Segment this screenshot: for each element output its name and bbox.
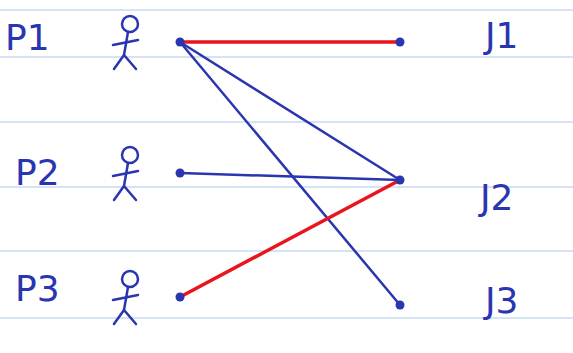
job-label: J3 [485, 283, 519, 319]
assignment-line [180, 42, 400, 180]
job-label: J1 [485, 18, 519, 54]
person-node: P3 [5, 267, 180, 329]
assignment-line [180, 173, 400, 180]
stick-figure [105, 143, 149, 205]
endpoint-dot [394, 299, 406, 311]
person-node: P1 [5, 12, 180, 74]
person-label: P2 [15, 155, 60, 191]
ruled-line [0, 121, 573, 122]
person-label: P3 [15, 271, 60, 307]
person-label: P1 [5, 20, 50, 56]
stick-figure [105, 267, 149, 329]
ruled-line [0, 250, 573, 251]
endpoint-dot [174, 36, 186, 48]
job-node: J1 [400, 12, 565, 84]
assignment-line [180, 180, 400, 297]
assignment-line [180, 40, 400, 44]
job-node: J3 [400, 275, 565, 347]
job-node: J2 [400, 150, 565, 222]
job-label: J2 [480, 180, 514, 216]
stick-figure [105, 12, 149, 74]
endpoint-dot [174, 167, 186, 179]
endpoint-dot [394, 174, 406, 186]
ruled-line [0, 9, 573, 10]
endpoint-dot [174, 291, 186, 303]
endpoint-dot [394, 36, 406, 48]
person-node: P2 [5, 143, 180, 205]
assignment-line [180, 42, 400, 305]
ruled-line [0, 56, 573, 57]
